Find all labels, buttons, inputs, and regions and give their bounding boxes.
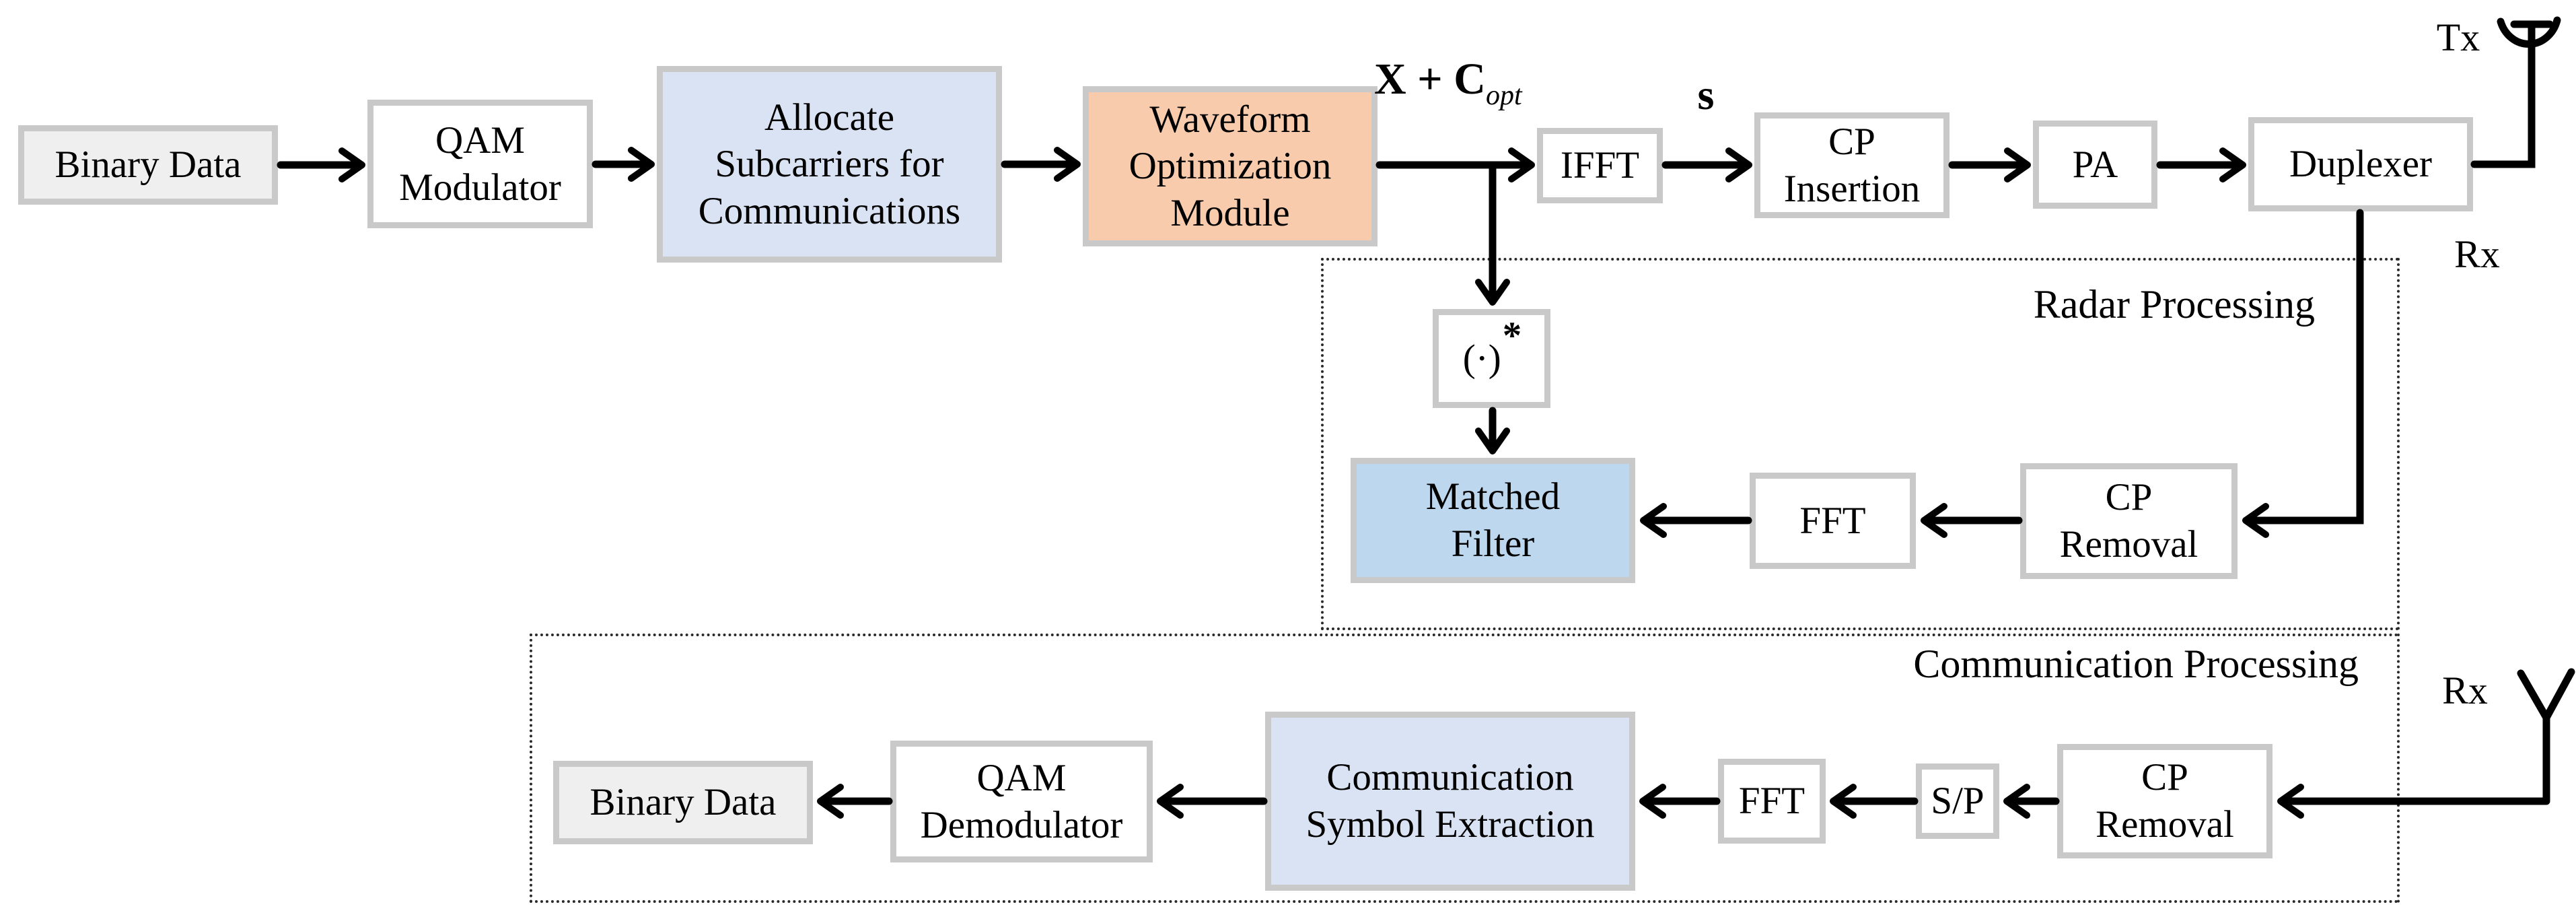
box-cp-removal-comm: CP Removal	[2057, 744, 2273, 858]
qam-demodulator-label: QAM Demodulator	[920, 756, 1123, 846]
cp-removal-radar-label: CP Removal	[2059, 476, 2198, 566]
fft-radar-label: FFT	[1799, 499, 1866, 542]
box-conjugate: (·)*	[1433, 309, 1550, 408]
box-qam-modulator: QAM Modulator	[367, 100, 593, 228]
pa-label: PA	[2072, 143, 2118, 186]
radar-processing-label: Radar Processing	[2033, 282, 2315, 327]
box-waveform-optimization: Waveform Optimization Module	[1083, 86, 1378, 246]
cp-insertion-label: CP Insertion	[1783, 120, 1921, 210]
cp-removal-comm-label: CP Removal	[2096, 756, 2234, 846]
allocate-subcarriers-label: Allocate Subcarriers for Communications	[698, 96, 961, 232]
communication-processing-label: Communication Processing	[1913, 642, 2359, 686]
rx-comm-label: Rx	[2442, 669, 2488, 712]
x-plus-copt-main: X + C	[1374, 55, 1486, 104]
box-qam-demodulator: QAM Demodulator	[890, 741, 1153, 862]
box-ifft: IFFT	[1537, 128, 1663, 203]
comm-symbol-extraction-label: Communication Symbol Extraction	[1305, 756, 1595, 846]
binary-data-output-label: Binary Data	[589, 781, 777, 824]
box-pa: PA	[2033, 121, 2157, 209]
waveform-optimization-label: Waveform Optimization Module	[1129, 98, 1332, 234]
conjugate-base: (·)	[1462, 337, 1501, 380]
box-duplexer: Duplexer	[2248, 117, 2473, 211]
box-matched-filter: Matched Filter	[1351, 458, 1635, 583]
radar-processing-section	[1321, 258, 2400, 630]
tx-label: Tx	[2436, 15, 2480, 59]
box-fft-comm: FFT	[1718, 759, 1826, 844]
rx-radar-label: Rx	[2454, 232, 2500, 276]
ifft-label: IFFT	[1560, 144, 1640, 187]
box-fft-radar: FFT	[1750, 473, 1916, 569]
conjugate-label: (·)*	[1462, 314, 1522, 382]
binary-data-input-label: Binary Data	[55, 143, 242, 186]
box-cp-removal-radar: CP Removal	[2020, 463, 2238, 579]
x-plus-copt-label: X + Copt	[1374, 54, 1522, 112]
duplexer-label: Duplexer	[2289, 143, 2433, 186]
x-plus-copt-subscript: opt	[1485, 80, 1522, 111]
tx-antenna-icon	[2497, 16, 2561, 48]
qam-modulator-label: QAM Modulator	[399, 118, 561, 209]
box-comm-symbol-extraction: Communication Symbol Extraction	[1265, 712, 1635, 891]
matched-filter-label: Matched Filter	[1425, 475, 1561, 565]
fft-comm-label: FFT	[1738, 780, 1805, 823]
box-binary-data-output: Binary Data	[553, 761, 813, 844]
s-signal-label: s	[1697, 71, 1715, 118]
communication-processing-section	[530, 634, 2400, 903]
conjugate-superscript: *	[1502, 314, 1522, 357]
box-binary-data-input: Binary Data	[18, 125, 278, 205]
box-allocate-subcarriers: Allocate Subcarriers for Communications	[657, 66, 1002, 263]
box-serial-to-parallel: S/P	[1916, 763, 1999, 839]
serial-to-parallel-label: S/P	[1931, 780, 1984, 823]
rx-antenna-icon	[2517, 668, 2575, 804]
box-cp-insertion: CP Insertion	[1754, 112, 1949, 218]
